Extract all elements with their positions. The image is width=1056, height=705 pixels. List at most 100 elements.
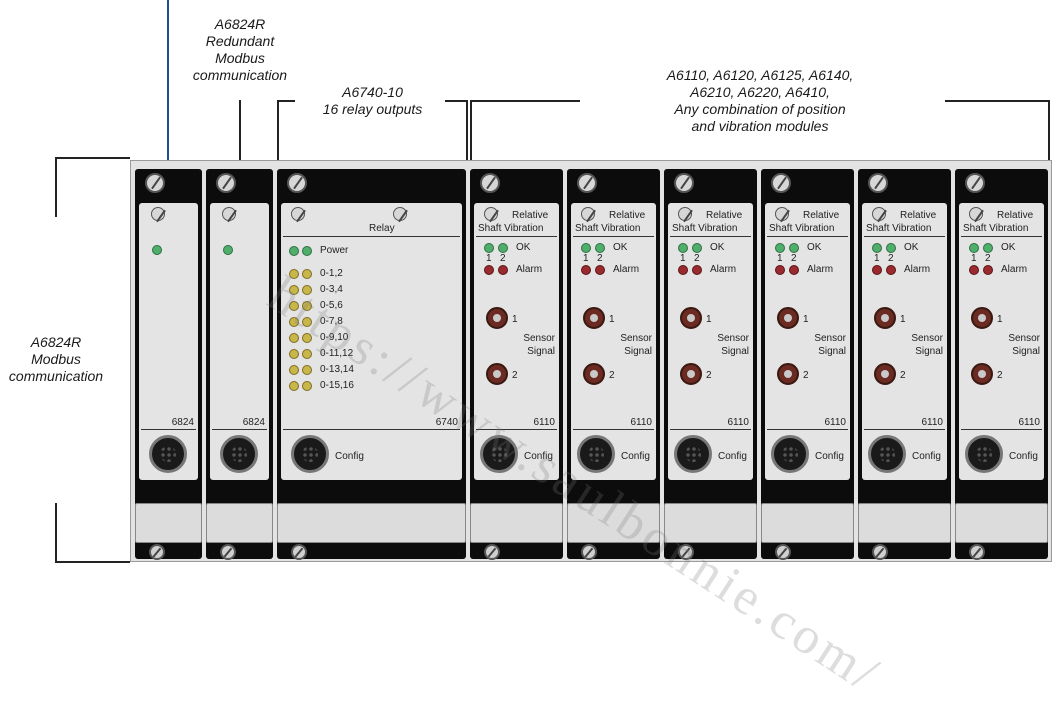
model-number: 6110 xyxy=(921,417,943,428)
blank-slot xyxy=(567,503,660,543)
bracket-line xyxy=(55,157,130,159)
module-6110-vibration: Relative Shaft Vibration OK 1 2 Alarm 1 … xyxy=(470,169,563,560)
callout-vibration-modules: A6110, A6120, A6125, A6140, A6210, A6220… xyxy=(620,67,900,135)
sensor-connector-2-icon xyxy=(680,363,702,385)
callout-line: A6824R xyxy=(214,16,266,32)
sensor-connector-1-icon xyxy=(486,307,508,329)
alarm-led-1 xyxy=(775,265,785,275)
config-port xyxy=(771,435,809,473)
channel-number: 1 xyxy=(680,253,686,264)
alarm-led-1 xyxy=(969,265,979,275)
ok-led-1 xyxy=(872,243,882,253)
sensor-label-line2: Signal xyxy=(1012,346,1040,357)
relay-led xyxy=(289,349,299,359)
ok-led-1 xyxy=(775,243,785,253)
divider xyxy=(961,429,1042,430)
channel-number: 1 xyxy=(583,253,589,264)
bottom-screw-icon xyxy=(678,544,694,560)
sensor-connector-1-icon xyxy=(777,307,799,329)
sensor-connector-2-icon xyxy=(777,363,799,385)
alarm-label: Alarm xyxy=(516,264,543,275)
top-screw-icon xyxy=(868,173,888,193)
relay-led xyxy=(302,349,312,359)
relay-led xyxy=(289,365,299,375)
sensor-connector-2-icon xyxy=(971,363,993,385)
bracket-line xyxy=(445,100,467,102)
sensor-label-line2: Signal xyxy=(721,346,749,357)
model-number: 6110 xyxy=(630,417,652,428)
module-title-line1: Relative xyxy=(803,210,840,221)
top-screw-icon xyxy=(287,173,307,193)
sensor-channel-label: 2 xyxy=(512,370,518,381)
blank-slot xyxy=(206,503,273,543)
bottom-screw-icon xyxy=(291,544,307,560)
power-led-1 xyxy=(289,246,299,256)
sensor-label-line2: Signal xyxy=(915,346,943,357)
sensor-label-line2: Signal xyxy=(624,346,652,357)
model-number: 6824 xyxy=(242,417,265,428)
channel-number: 2 xyxy=(791,253,797,264)
alarm-led-2 xyxy=(595,265,605,275)
panel-screw-icon xyxy=(151,207,165,221)
channel-number: 2 xyxy=(694,253,700,264)
divider xyxy=(573,236,654,237)
sensor-connector-2-icon xyxy=(486,363,508,385)
connector-port xyxy=(220,435,258,473)
module-title-line1: Relative xyxy=(997,210,1034,221)
bottom-screw-icon xyxy=(149,544,165,560)
relay-led xyxy=(289,301,299,311)
module-title-line1: Relative xyxy=(609,210,646,221)
module-title-line2: Shaft Vibration xyxy=(866,223,932,234)
ok-label: OK xyxy=(807,242,822,253)
callout-a6824r-redundant: A6824R Redundant Modbus communication xyxy=(180,16,300,84)
channel-number: 1 xyxy=(971,253,977,264)
top-screw-icon xyxy=(480,173,500,193)
channel-number: 2 xyxy=(985,253,991,264)
relay-output-label: 0-11,12 xyxy=(320,348,354,359)
sensor-label-line1: Sensor xyxy=(620,333,652,344)
sensor-connector-2-icon xyxy=(874,363,896,385)
callout-line: A6110, A6120, A6125, A6140, xyxy=(666,67,854,83)
ok-led-2 xyxy=(498,243,508,253)
channel-number: 1 xyxy=(777,253,783,264)
callout-line: communication xyxy=(192,67,288,83)
module-title-line2: Shaft Vibration xyxy=(672,223,738,234)
callout-a6824r-left: A6824R Modbus communication xyxy=(0,334,112,385)
model-number: 6110 xyxy=(533,417,555,428)
callout-line: 16 relay outputs xyxy=(322,101,423,117)
panel-screw-icon xyxy=(775,207,789,221)
sensor-channel-label: 2 xyxy=(609,370,615,381)
model-number: 6824 xyxy=(171,417,194,428)
callout-line: A6210, A6220, A6410, xyxy=(690,84,830,100)
relay-output-label: 0-7,8 xyxy=(320,316,343,327)
callout-line: Any combination of position xyxy=(674,101,846,117)
ok-label: OK xyxy=(613,242,628,253)
module-title: Relay xyxy=(369,223,395,234)
divider xyxy=(141,429,196,430)
relay-output-label: 0-13,14 xyxy=(320,364,354,375)
power-label: Power xyxy=(320,245,349,256)
module-6110-vibration: Relative Shaft Vibration OK 1 2 Alarm 1 … xyxy=(761,169,854,560)
config-port xyxy=(965,435,1003,473)
config-port xyxy=(291,435,329,473)
blank-slot xyxy=(664,503,757,543)
bracket-line xyxy=(55,561,130,563)
module-faceplate: Relative Shaft Vibration OK 1 2 Alarm 1 … xyxy=(765,203,850,480)
bracket-line xyxy=(470,100,580,102)
bracket-line xyxy=(277,100,295,102)
relay-output-label: 0-15,16 xyxy=(320,380,354,391)
alarm-led-2 xyxy=(886,265,896,275)
relay-led xyxy=(289,317,299,327)
model-number: 6110 xyxy=(1018,417,1040,428)
sensor-channel-label: 2 xyxy=(997,370,1003,381)
ok-led-2 xyxy=(789,243,799,253)
connector-port xyxy=(149,435,187,473)
config-label: Config xyxy=(718,451,747,462)
ok-led-2 xyxy=(595,243,605,253)
module-title-line2: Shaft Vibration xyxy=(769,223,835,234)
module-6110-vibration: Relative Shaft Vibration OK 1 2 Alarm 1 … xyxy=(955,169,1048,560)
sensor-channel-label: 1 xyxy=(706,314,712,325)
alarm-led-1 xyxy=(678,265,688,275)
alarm-led-2 xyxy=(692,265,702,275)
sensor-connector-1-icon xyxy=(874,307,896,329)
